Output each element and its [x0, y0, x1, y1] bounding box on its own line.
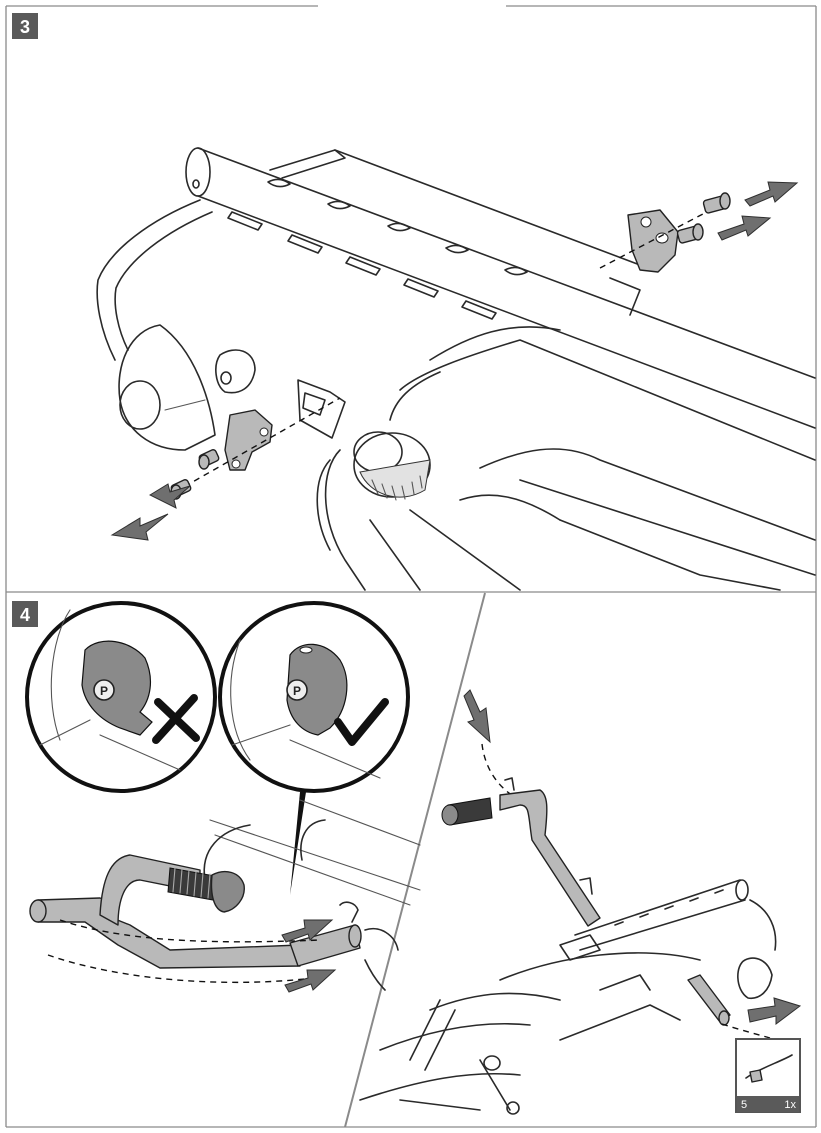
handle-end-small: [687, 974, 731, 1023]
arrow-out-right-b: [717, 215, 772, 241]
check-mark-icon: [334, 698, 389, 746]
rack-side-loop: [96, 199, 213, 361]
right-mount-plate: [627, 209, 679, 273]
detail-wrong: P: [25, 601, 217, 793]
step-4-badge: 4: [12, 601, 38, 627]
arrow-out-small-left: [148, 483, 191, 509]
arrow-out-right-a: [744, 181, 799, 207]
adjustment-knob: [353, 431, 431, 501]
right-bolt-b: [676, 223, 704, 244]
step-4-panel: 4 P P: [12, 592, 802, 1128]
reflector-small: [737, 957, 773, 1000]
reflector-left: [118, 324, 216, 451]
step-4-number: 4: [20, 605, 30, 625]
right-bracket-assembly: [599, 181, 799, 273]
left-mount-plate: [224, 409, 273, 471]
left-bracket-assembly: [110, 349, 346, 541]
inset-index: 5: [741, 1099, 747, 1111]
arrow-insert-a: [281, 919, 334, 943]
right-bolt-a: [702, 192, 731, 214]
svg-text:P: P: [293, 684, 301, 698]
arrow-down: [463, 689, 491, 744]
left-bolt-a: [198, 449, 220, 470]
step-3-badge: 3: [12, 13, 38, 39]
arrow-out-right-small: [747, 997, 802, 1025]
arrow-insert-b: [284, 969, 337, 993]
grip: [167, 867, 216, 901]
step-3-panel: 3: [12, 13, 816, 591]
step-3-number: 3: [20, 17, 30, 37]
inset-quantity: 1x: [784, 1099, 796, 1111]
rack-crossbar: [185, 147, 816, 429]
rack-small: [359, 879, 777, 1115]
handle-vertical: [441, 777, 601, 927]
reference-inset: 5 1x: [735, 1038, 801, 1113]
page-frame: [5, 5, 817, 1128]
overview-right: [359, 689, 802, 1115]
handle-assembly-left: [29, 799, 421, 993]
frame-body: [316, 277, 816, 591]
svg-text:P: P: [100, 684, 108, 698]
handle-tube: [37, 897, 301, 969]
cross-mark-icon: [152, 694, 200, 744]
callout-pointer: [290, 792, 306, 895]
detail-correct: P: [218, 601, 410, 793]
arrow-out-left: [110, 513, 169, 541]
end-cap: [210, 870, 245, 913]
diagonal-divider: [344, 592, 486, 1128]
